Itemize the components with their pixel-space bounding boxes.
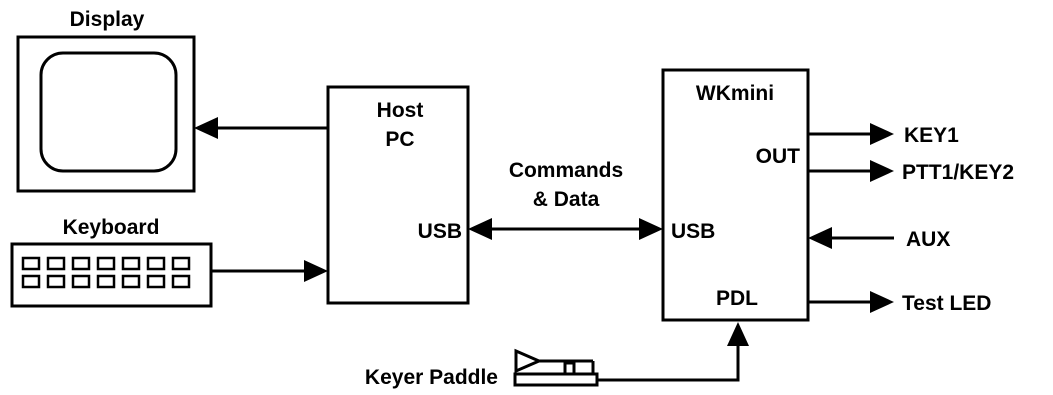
commands-label-line1: Commands xyxy=(509,159,623,182)
keyer-paddle-icon xyxy=(513,348,599,387)
ptt-label: PTT1/KEY2 xyxy=(902,161,1014,184)
host-pc-box xyxy=(326,85,470,305)
keyboard-key xyxy=(96,256,116,271)
keyboard-key xyxy=(46,274,66,289)
commands-label-line2: & Data xyxy=(533,188,600,211)
host-pc-title-line1: Host xyxy=(377,99,424,122)
wkmini-title: WKmini xyxy=(696,82,774,105)
keyboard-key xyxy=(146,274,166,289)
keyboard-key xyxy=(71,256,91,271)
display-label: Display xyxy=(70,8,145,31)
aux-label: AUX xyxy=(906,228,950,251)
wkmini-usb-label: USB xyxy=(671,220,715,243)
wkmini-out-label: OUT xyxy=(756,145,801,168)
keyboard-key xyxy=(71,274,91,289)
keyboard-key xyxy=(121,274,141,289)
keyboard-key xyxy=(46,256,66,271)
ptt-output-arrow xyxy=(808,160,894,182)
keyboard-label: Keyboard xyxy=(63,216,160,239)
keyboard-key xyxy=(96,274,116,289)
key1-label: KEY1 xyxy=(904,124,959,147)
keyboard-key xyxy=(121,256,141,271)
wkmini-box xyxy=(661,68,810,322)
keyboard-key xyxy=(171,256,191,271)
keyboard-to-host-arrow xyxy=(211,260,328,282)
paddle-to-pdl-arrow xyxy=(597,322,749,382)
keyboard-key xyxy=(171,274,191,289)
keyboard-key xyxy=(21,256,41,271)
host-pc-title-line2: PC xyxy=(385,128,414,151)
keyboard-key xyxy=(146,256,166,271)
aux-input-arrow xyxy=(808,227,894,249)
host-usb-label: USB xyxy=(418,220,462,243)
keyer-paddle-label: Keyer Paddle xyxy=(365,366,498,389)
key1-output-arrow xyxy=(808,123,894,145)
keyboard-icon xyxy=(10,242,213,308)
keyboard-key xyxy=(21,274,41,289)
usb-bidirectional-arrow xyxy=(468,218,663,240)
display-monitor xyxy=(16,35,196,193)
test-led-output-arrow xyxy=(808,291,894,313)
host-to-display-arrow xyxy=(194,117,328,139)
wkmini-pdl-label: PDL xyxy=(716,287,758,310)
test-led-label: Test LED xyxy=(902,292,991,315)
